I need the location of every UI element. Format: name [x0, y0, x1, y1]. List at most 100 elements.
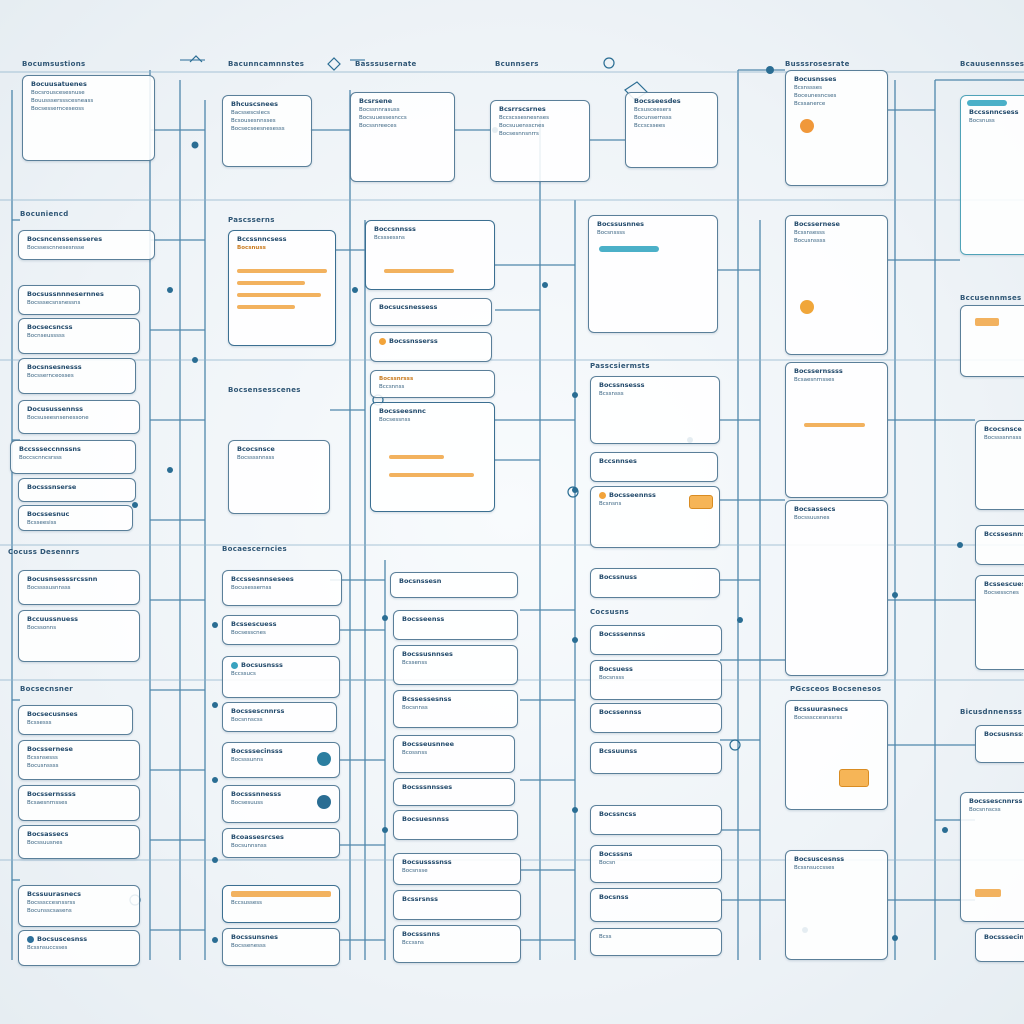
process-card[interactable]: Bocsucsnessess [370, 298, 492, 326]
card-title: Bocsuesnnss [402, 815, 450, 823]
process-card[interactable]: Bocssusnnses Bcssenss [393, 645, 518, 685]
process-card[interactable]: Bocsnsesnesss Bocssernceosses [18, 358, 136, 394]
process-card[interactable]: Bocsuesnnss [393, 810, 518, 840]
process-card[interactable]: Bocsnss [590, 888, 722, 922]
process-card[interactable]: Bocssnuss [590, 568, 720, 598]
process-card[interactable]: Bocsuscesnss Bcssnsuccsses [18, 930, 140, 966]
process-card[interactable]: Bocssescnnrss Bocsnnscss [960, 792, 1024, 922]
card-row: Bocsrouscesesnuse [31, 90, 85, 96]
card-row: Bccsnnss [379, 384, 405, 390]
process-card[interactable]: Boccsnnsss Bcsssessns [365, 220, 495, 290]
process-card[interactable]: Bcoassesrcses Bocsunnsnss [222, 828, 340, 858]
process-card[interactable]: Bhcuscsnees Bacssescsiecs Bcsousesnnsses… [222, 95, 312, 167]
process-card[interactable]: Bccssesnnsesees Bocusessernss [222, 570, 342, 606]
card-title: Bocsssecinsss [984, 933, 1023, 941]
process-card[interactable]: Bocsssennss [590, 625, 722, 655]
process-card[interactable]: Bcssrsnss [393, 890, 521, 920]
column-header: Bcunnsers [495, 60, 539, 68]
process-card[interactable]: Bocsssnnsses [393, 778, 515, 806]
card-title: Bocssernssss [794, 367, 843, 375]
process-card[interactable]: Bocsseusnnss Bccsussess [222, 885, 340, 923]
process-card[interactable]: Bccssnncsess Bocsnuss [960, 95, 1024, 255]
process-card[interactable]: Bocssncss [590, 805, 722, 835]
progress-bar [804, 423, 865, 427]
card-title: Bcssuunss [599, 747, 638, 755]
card-title: Bcssescuess [984, 580, 1023, 588]
process-card[interactable]: Bocsseesnnc Bocsessnss [370, 402, 495, 512]
process-card[interactable]: Bocsussnnnesernnes Bocsssecsnsnessns [18, 285, 140, 315]
process-card[interactable]: Bocsssnnesss Bocsesuuss [222, 785, 340, 823]
process-card[interactable]: Bocssernese Bcssnsesss Bocusnssss [785, 215, 888, 355]
process-card[interactable]: Bocsuscesnss Bcssnsuccsses [785, 850, 888, 960]
process-card[interactable]: Bcssescuess Bocsesscnes [222, 615, 340, 645]
card-row: Bcssanerce [794, 101, 826, 107]
process-card[interactable]: Bccsnnses [590, 452, 718, 482]
process-card[interactable]: Bocsassecs Bocssuusnes [18, 825, 140, 859]
process-card[interactable]: Bocssnsserss [370, 332, 492, 362]
process-card[interactable]: Bcssessesnss Bocsnnss [393, 690, 518, 728]
process-card[interactable]: Bocssesnuc Bcsseesiss [18, 505, 133, 531]
process-card[interactable]: Bocsusnsss Bccssucs [222, 656, 340, 698]
process-card[interactable]: Bocssnrsss Bccsnnss [370, 370, 495, 398]
process-card[interactable]: Bocssescnnrss Bocsnnscss [222, 702, 337, 732]
process-card[interactable]: Bocssusnnes Bocsnssss [588, 215, 718, 333]
process-card[interactable]: Bcssuunss [590, 742, 722, 774]
card-row: Bocunsernsss [634, 115, 672, 121]
process-card[interactable]: Bcssuurasnecs Bocsssccesnssrss [785, 700, 888, 810]
process-card[interactable]: Bocuusatuenes Bocsrouscesesnuse Bouussse… [22, 75, 155, 161]
card-row: Bcsnsns [599, 501, 622, 507]
warning-icon [599, 491, 606, 499]
process-card[interactable]: Bcsrrscsrnes Bccscssesnesnses Bocsuuenss… [490, 100, 590, 182]
process-card[interactable]: Bocsssecinsss [975, 928, 1024, 962]
process-card[interactable]: Bocsuess Bocsnsss [590, 660, 722, 700]
process-card[interactable]: Docusussennss Bocsuseesnsenessone [18, 400, 140, 434]
process-card[interactable]: Bcocsnsce Bocssssnnsss [975, 420, 1024, 510]
process-card[interactable]: Bocsusnsss [975, 725, 1024, 763]
process-card[interactable]: Bcssescuess Bocsesscnes [975, 575, 1024, 670]
process-card[interactable]: Bocsssnns Bccssns [393, 925, 521, 963]
process-card[interactable]: Bocssunsnes Bocssenesss [222, 928, 340, 966]
process-card[interactable]: Bcssuurasnecs Bocsssccesnssrss Bocunsscs… [18, 885, 140, 927]
column-header: Busssrosesrate [785, 60, 850, 68]
process-card[interactable]: Bocusnsses Bcsnssses Boceunesncses Bcssa… [785, 70, 888, 186]
card-title: Bcocsnsce [984, 425, 1022, 433]
process-card[interactable]: Bocsseesdes Bcsusceesers Bocunsernsss Bc… [625, 92, 718, 168]
process-card[interactable]: Bcsrsene Bocssnnrasuss Bocsuuessesnccs B… [350, 92, 455, 182]
card-title: Bccuussnuess [27, 615, 79, 623]
section-header: Bocsensesscenes [228, 386, 301, 394]
card-row: Bocsecseesnesesss [231, 126, 285, 132]
progress-bar [389, 473, 474, 477]
card-title: Bocsssennss [599, 630, 646, 638]
process-card[interactable]: Bocusnsesssrcssnn Bocssssusnnsss [18, 570, 140, 605]
process-card[interactable]: Bccssnncsess Bocsnuss [228, 230, 336, 346]
process-card[interactable]: Bocsnssesn [390, 572, 518, 598]
process-card[interactable]: Bocsecusnses Bcssesss [18, 705, 133, 735]
card-row: Bocsuuensscnes [499, 123, 545, 129]
process-card[interactable]: Bocssernssss Bcsaesnrnsses [785, 362, 888, 498]
process-card[interactable]: Bocsassecs Bocssuusnes [785, 500, 888, 676]
process-card[interactable]: Bocsssns Bocsn [590, 845, 722, 883]
card-title: Bocusnsesssrcssnn [27, 575, 98, 583]
process-card[interactable]: Bcocsnsce Bocssssnnsss [228, 440, 330, 514]
process-card[interactable]: Bccssseccnnssns Boccscnncsrsss [10, 440, 136, 474]
section-header: Bocaescerncies [222, 545, 287, 553]
process-card[interactable] [960, 305, 1024, 377]
process-card[interactable]: Bocsssecinsss Bocsssunns [222, 742, 340, 778]
process-card[interactable]: Bcss [590, 928, 722, 956]
process-card[interactable]: Bocsseusnnee Bcossnss [393, 735, 515, 773]
process-card[interactable]: Bccssesnnsesees [975, 525, 1024, 565]
card-title: Bhcuscsnees [231, 100, 278, 108]
process-card[interactable]: Bocssernssss Bcsaesnrnsses [18, 785, 140, 821]
process-card[interactable]: Bocssennss [590, 703, 722, 733]
process-card[interactable]: Bccuussnuess Bocssonns [18, 610, 140, 662]
process-card[interactable]: Bocsseennss Bcsnsns [590, 486, 720, 548]
process-card[interactable]: Bocsssnserse [18, 478, 136, 502]
process-card[interactable]: Bocsecsncss Bocnseusssss [18, 318, 140, 354]
process-card[interactable]: Bocsncenssensseres Bocssescnnesesnsse [18, 230, 155, 260]
status-indicator-icon [317, 795, 331, 809]
process-card[interactable]: Bocsussssnss Bocsnsse [393, 853, 521, 885]
process-card[interactable]: Bocssnsesss Bcssnsss [590, 376, 720, 444]
process-card[interactable]: Bocssernese Bcssnsesss Bocusnssss [18, 740, 140, 780]
process-card[interactable]: Bocsseenss [393, 610, 518, 640]
